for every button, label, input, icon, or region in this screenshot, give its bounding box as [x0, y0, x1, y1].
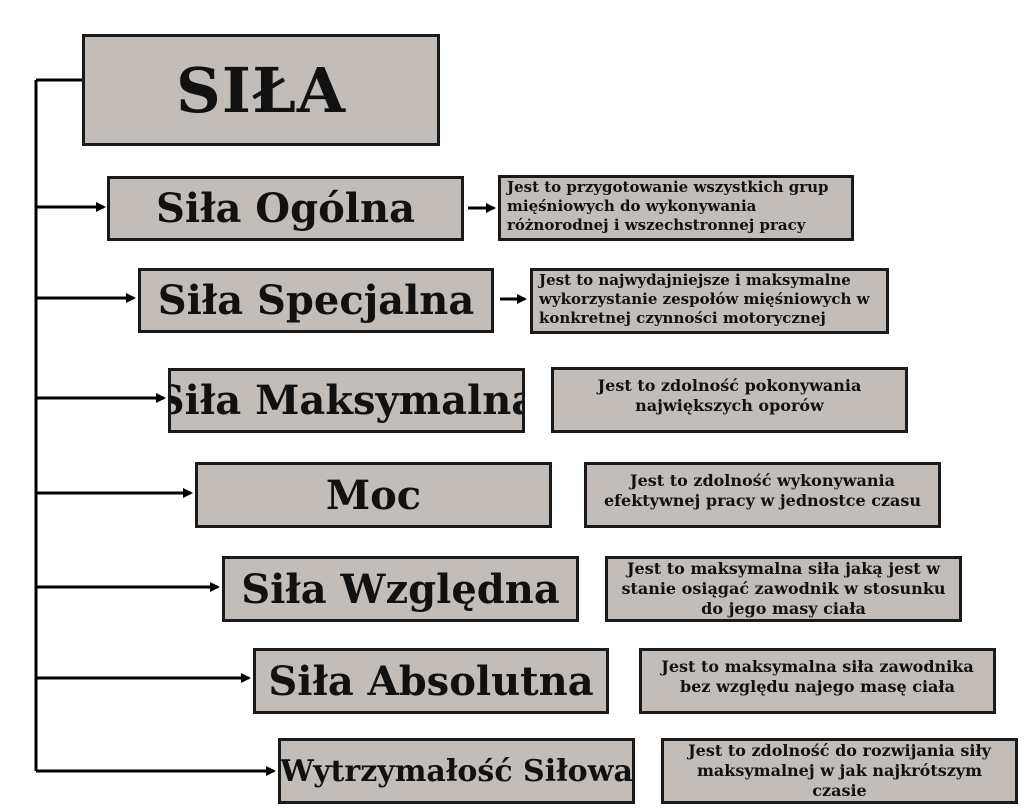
description-box-sila-ogolna: Jest to przygotowanie wszystkich grup mi…: [498, 175, 854, 241]
description-text: Jest to najwydajniejsze i maksymalne wyk…: [539, 271, 870, 327]
description-box-sila-wzgledna: Jest to maksymalna siła jaką jest w stan…: [605, 556, 962, 622]
category-box-sila-maksymalna: Siła Maksymalna: [168, 368, 525, 433]
category-label: Moc: [325, 471, 422, 519]
category-box-moc: Moc: [195, 462, 552, 528]
category-box-sila-specjalna: Siła Specjalna: [138, 268, 494, 333]
description-box-sila-maksymalna: Jest to zdolność pokonywania największyc…: [551, 367, 908, 433]
category-box-sila-ogolna: Siła Ogólna: [107, 176, 464, 241]
description-text: Jest to zdolność do rozwijania siły maks…: [688, 741, 991, 800]
category-label: Siła Względna: [241, 565, 560, 613]
title-text: SIŁA: [176, 53, 346, 127]
description-text: Jest to maksymalna siła jaką jest w stan…: [621, 559, 946, 618]
description-text: Jest to przygotowanie wszystkich grup mi…: [507, 178, 829, 234]
category-label: Siła Maksymalna: [168, 377, 525, 424]
category-box-sila-wzgledna: Siła Względna: [222, 556, 579, 622]
category-box-sila-absolutna: Siła Absolutna: [253, 648, 609, 714]
description-box-sila-specjalna: Jest to najwydajniejsze i maksymalne wyk…: [530, 268, 889, 334]
description-box-sila-absolutna: Jest to maksymalna siła zawodnika bez wz…: [639, 648, 996, 714]
category-label: Siła Specjalna: [157, 277, 475, 324]
description-text: Jest to zdolność wykonywania efektywnej …: [603, 471, 922, 510]
title-box: SIŁA: [82, 34, 440, 146]
description-box-moc: Jest to zdolność wykonywania efektywnej …: [584, 462, 941, 528]
description-text: Jest to zdolność pokonywania największyc…: [597, 376, 862, 415]
description-text: Jest to maksymalna siła zawodnika bez wz…: [661, 657, 974, 696]
category-label: Siła Ogólna: [155, 185, 415, 232]
category-label: Siła Absolutna: [268, 657, 594, 705]
category-box-wytrzymalosc-silowa: Wytrzymałość Siłowa: [278, 738, 635, 804]
description-box-wytrzymalosc-silowa: Jest to zdolność do rozwijania siły maks…: [661, 738, 1018, 804]
category-label: Wytrzymałość Siłowa: [280, 753, 633, 789]
